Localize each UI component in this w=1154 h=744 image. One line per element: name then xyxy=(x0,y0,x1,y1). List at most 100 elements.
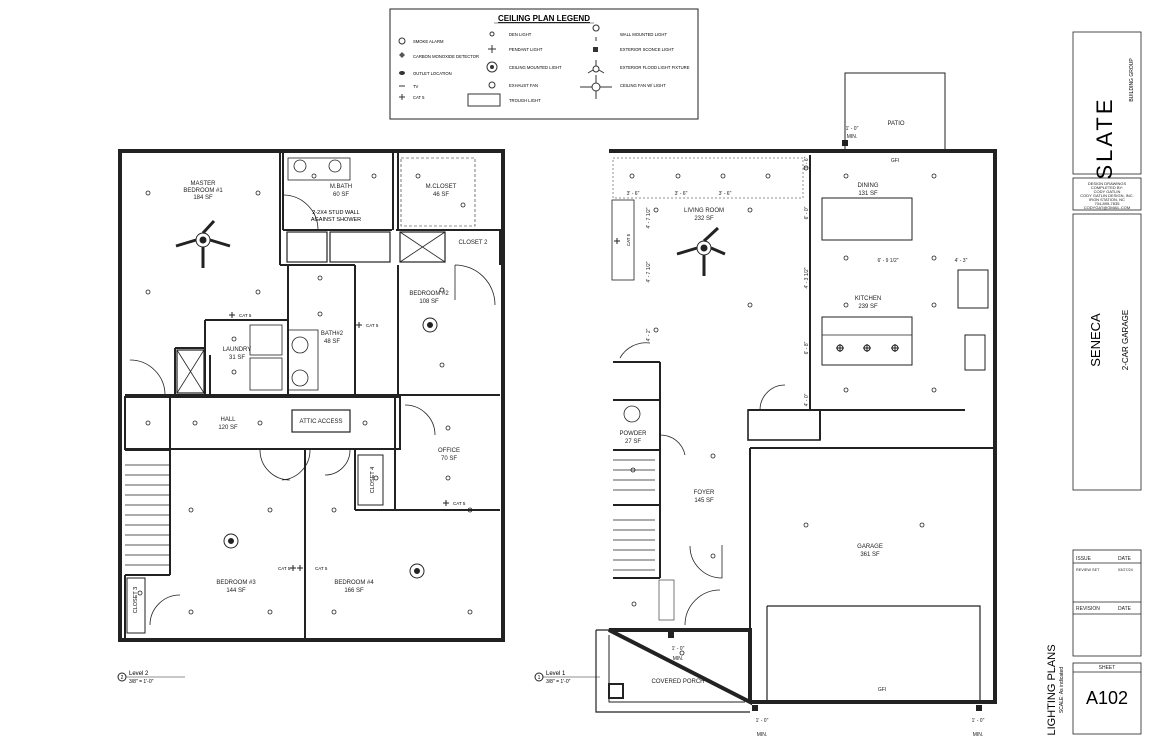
den-light-icon xyxy=(629,165,937,656)
cat5-label: CAT 5 xyxy=(366,323,379,328)
cat5-label: CAT 5 xyxy=(278,566,291,571)
ceiling-fan-icon xyxy=(580,75,612,99)
room-name: COVERED PORCH xyxy=(651,679,704,685)
room-name: BEDROOM #4 xyxy=(334,580,374,586)
legend-text: TV xyxy=(413,84,419,89)
outlet-icon xyxy=(399,71,405,75)
cat5-label: CAT 5 xyxy=(239,313,252,318)
cat5-label: CAT 5 xyxy=(626,233,631,246)
project-name: SENECA xyxy=(1088,313,1103,367)
co-detector-icon xyxy=(399,52,405,58)
flood-light-icon xyxy=(608,683,624,699)
dimension: 6' - 8" xyxy=(804,341,810,354)
dimension: 4' - 3 1/2" xyxy=(804,267,810,288)
cat5-icon xyxy=(614,238,620,244)
sheet-title: LIGHTING PLANS xyxy=(1046,644,1058,735)
cat5-icon xyxy=(229,312,449,571)
designer-line: CODY GATLIN DESIGN, INC. xyxy=(1080,193,1133,198)
sheet-label: SHEET xyxy=(1099,665,1116,671)
room-name: M.CLOSET xyxy=(426,184,457,190)
dimension: MIN. xyxy=(757,732,768,738)
room-name: MASTER xyxy=(190,181,216,187)
dimension: 3' - 6" xyxy=(675,191,688,197)
dimension: 4' - 7 1/2" xyxy=(646,207,652,228)
designer-line: 704-895-7835 xyxy=(1095,201,1121,206)
legend-text: SMOKE ALARM xyxy=(413,39,444,44)
trough-light-icon xyxy=(467,93,501,107)
room-area: 144 SF xyxy=(226,588,246,594)
room-name: LAUNDRY xyxy=(223,347,252,353)
legend-text: CARBON MONOXIDE DETECTOR xyxy=(413,54,479,59)
level-label: Level 2 xyxy=(129,671,149,677)
designer-line: COMPLETED BY: xyxy=(1091,185,1123,190)
brand-sub: BUILDING GROUP xyxy=(1129,58,1135,102)
exhaust-fan-icon xyxy=(488,81,496,89)
dimension: MIN. xyxy=(673,656,684,662)
room-name: BATH#2 xyxy=(321,331,344,337)
dimension: 1' - 6" xyxy=(804,156,810,169)
revision-date-header: DATE xyxy=(1118,606,1132,612)
dimension: MIN. xyxy=(847,134,858,140)
legend-text: DEN LIGHT xyxy=(509,32,532,37)
room-name: CLOSET 3 xyxy=(133,587,139,614)
room-name: CLOSET 4 xyxy=(370,467,376,494)
dimension: MIN. xyxy=(973,732,984,738)
legend-text: CEILING MOUNTED LIGHT xyxy=(509,65,562,70)
room-name: OFFICE xyxy=(438,448,460,454)
den-light-icon xyxy=(137,173,473,615)
room-name: DINING xyxy=(858,183,879,189)
room-name: BEDROOM #2 xyxy=(409,291,449,297)
level-scale: 3/8" = 1'-0" xyxy=(546,679,571,685)
gfi-label: GFI xyxy=(891,158,899,164)
room-area: 70 SF xyxy=(441,456,457,462)
den-light-icon xyxy=(489,31,495,37)
room-name: M.BATH xyxy=(330,184,352,190)
ceiling-fan-icon xyxy=(676,226,726,276)
cat5-label: CAT 5 xyxy=(453,501,466,506)
legend-text: EXHAUST FAN xyxy=(509,83,538,88)
room-name: LIVING ROOM xyxy=(684,208,724,214)
level-number: 1 xyxy=(538,675,541,681)
legend-text: TROUGH LIGHT xyxy=(509,98,541,103)
level-label: Level 1 xyxy=(546,671,566,677)
sconce-icon xyxy=(668,140,982,711)
dimension: 4' - 2" xyxy=(646,328,652,341)
room-area: 232 SF xyxy=(694,216,714,222)
pendant-light-icon xyxy=(836,344,899,352)
gfi-label: GFI xyxy=(878,687,886,693)
smoke-alarm-icon xyxy=(398,37,406,45)
issue-header: ISSUE xyxy=(1076,556,1092,562)
room-name: GARAGE xyxy=(857,544,883,550)
stud-wall-note: 2-2X4 STUD WALL xyxy=(312,210,359,216)
room-name: POWDER xyxy=(620,431,648,437)
designer-line: IRON STATION, NC xyxy=(1089,197,1125,202)
cat5-icon xyxy=(399,94,405,100)
dimension: 1' - 0" xyxy=(972,718,985,724)
room-area: 48 SF xyxy=(324,339,340,345)
legend-title: CEILING PLAN LEGEND xyxy=(498,14,590,23)
dimension: 4' - 7 1/2" xyxy=(646,261,652,282)
room-area: 239 SF xyxy=(858,304,878,310)
room-name: HALL xyxy=(220,417,236,423)
legend-text: OUTLET LOCATION xyxy=(413,71,452,76)
room-name: KITCHEN xyxy=(855,296,881,302)
dimension: 1' - 0" xyxy=(756,718,769,724)
room-area: 184 SF xyxy=(193,195,213,201)
sheet-number: A102 xyxy=(1086,688,1128,708)
pendant-light-icon xyxy=(488,45,496,53)
room-area: 361 SF xyxy=(860,552,880,558)
level-number: 2 xyxy=(121,675,124,681)
attic-access-label: ATTIC ACCESS xyxy=(300,419,343,425)
dimension: 1' - 0" xyxy=(672,646,685,652)
dimension: 3' - 6" xyxy=(627,191,640,197)
dimension: 6' - 9 1/2" xyxy=(877,258,898,264)
legend-text: CEILING FAN W/ LIGHT xyxy=(620,83,666,88)
room-area: 166 SF xyxy=(344,588,364,594)
legend-text: EXTERIOR SCONCE LIGHT xyxy=(620,47,674,52)
legend-text: WALL MOUNTED LIGHT xyxy=(620,32,667,37)
dimension: 3' - 6" xyxy=(719,191,732,197)
